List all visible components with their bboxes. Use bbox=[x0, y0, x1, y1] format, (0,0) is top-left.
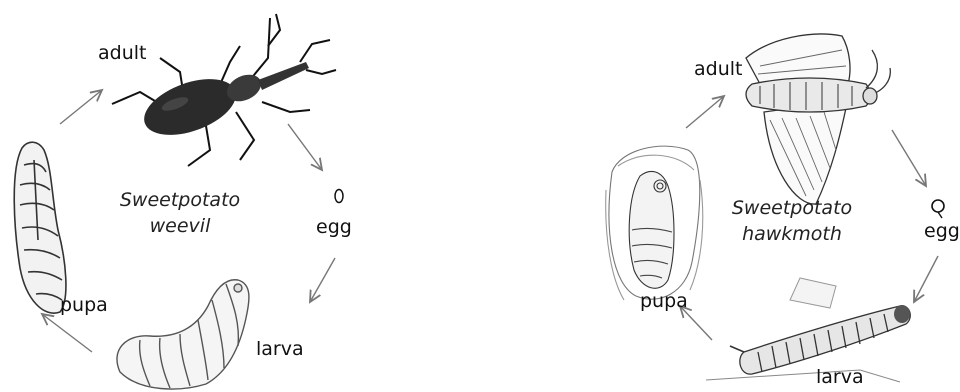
hawkmoth-larva-drawing bbox=[706, 278, 910, 382]
arrow-pupa-to-adult bbox=[60, 90, 102, 124]
hawkmoth-egg-drawing bbox=[932, 200, 944, 218]
weevil-pupa-drawing bbox=[14, 142, 66, 313]
weevil-adult-label: adult bbox=[98, 44, 146, 63]
hawkmoth-adult-label: adult bbox=[694, 60, 742, 79]
weevil-title-line1: Sweetpotato bbox=[100, 188, 260, 214]
arrow-larva-to-pupa bbox=[42, 314, 92, 352]
weevil-larva-drawing bbox=[117, 280, 249, 389]
arrow-adult-to-egg bbox=[288, 124, 322, 170]
arrow-egg-to-larva bbox=[310, 258, 335, 302]
weevil-adult-body bbox=[137, 62, 309, 146]
arrow-adult-to-egg-hm bbox=[892, 130, 926, 186]
weevil-title: Sweetpotato weevil bbox=[100, 188, 260, 239]
hawkmoth-adult-drawing bbox=[746, 34, 890, 204]
weevil-larva-label: larva bbox=[256, 340, 304, 359]
weevil-pupa-label: pupa bbox=[60, 296, 108, 315]
hawkmoth-pupa-drawing bbox=[606, 146, 703, 300]
hawkmoth-title-line2: hawkmoth bbox=[712, 222, 872, 248]
hawkmoth-larva-label: larva bbox=[816, 368, 864, 387]
hawkmoth-title-line1: Sweetpotato bbox=[712, 196, 872, 222]
weevil-title-line2: weevil bbox=[100, 214, 260, 240]
weevil-egg-drawing bbox=[335, 190, 343, 203]
hawkmoth-title: Sweetpotato hawkmoth bbox=[712, 196, 872, 247]
arrow-pupa-to-adult-hm bbox=[686, 96, 724, 128]
hawkmoth-egg-label: egg bbox=[924, 222, 960, 241]
hawkmoth-pupa-label: pupa bbox=[640, 292, 688, 311]
arrow-egg-to-larva-hm bbox=[914, 256, 938, 302]
weevil-egg-label: egg bbox=[316, 218, 352, 237]
